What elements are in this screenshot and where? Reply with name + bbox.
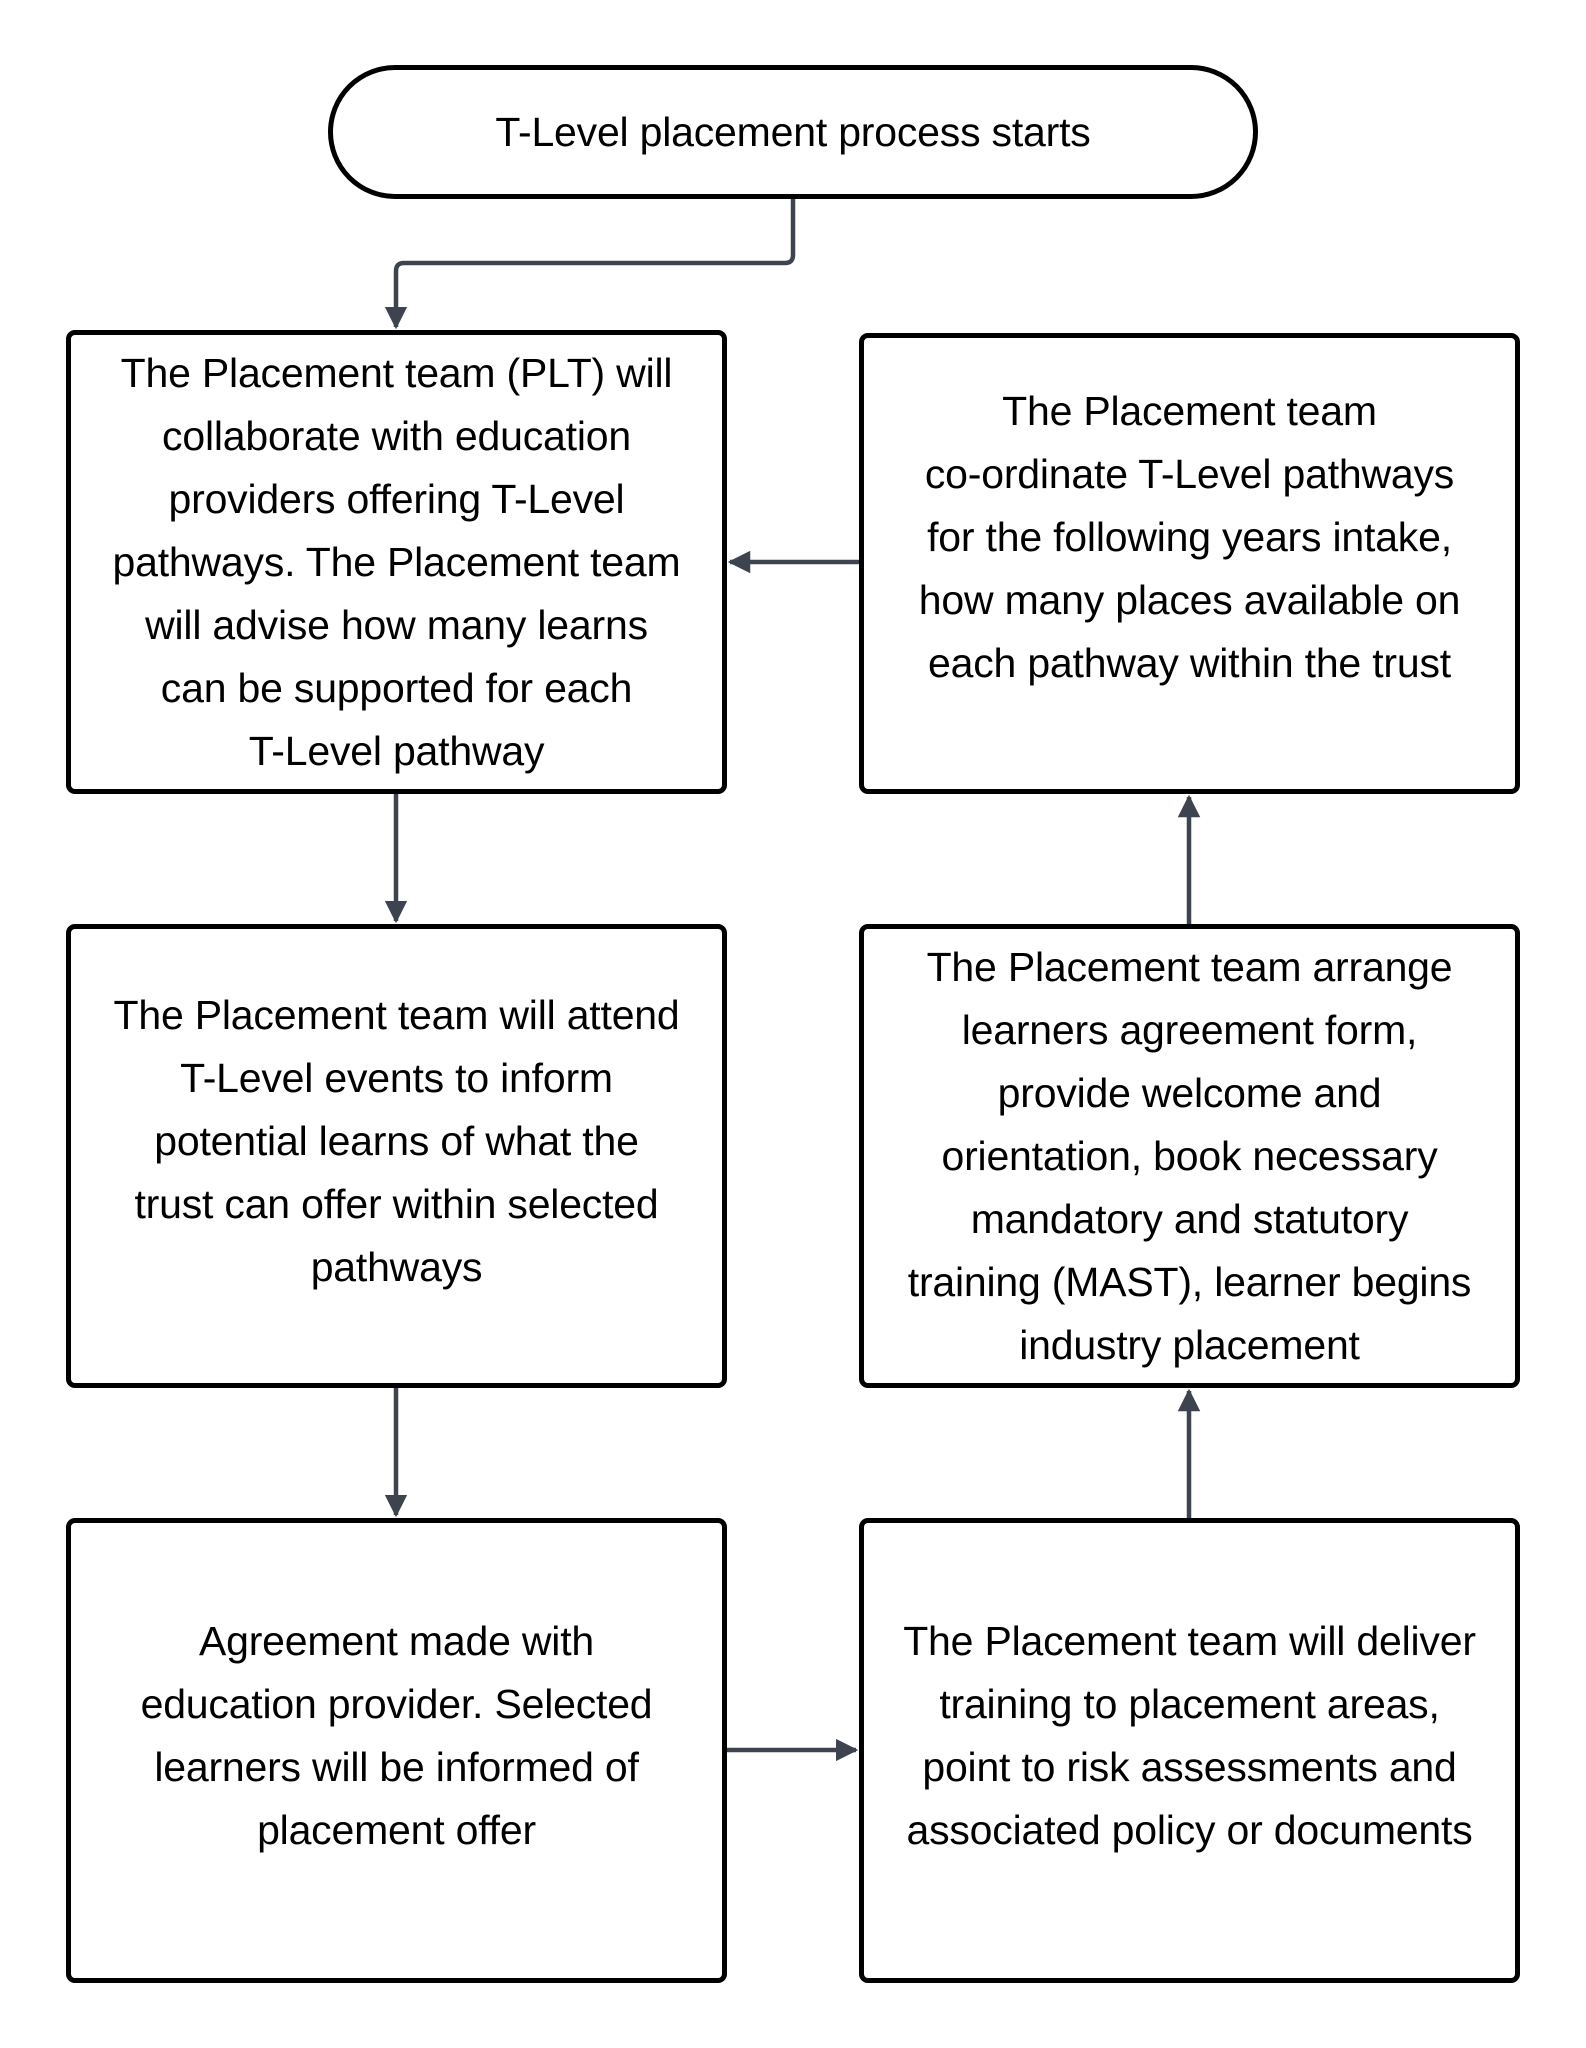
arrow-start-to-step1 (384, 198, 796, 330)
start-label: T-Level placement process starts (495, 108, 1091, 155)
step-arrange-agreement-and-placement: The Placement team arrange learners agre… (859, 924, 1520, 1388)
step-label: The Placement team arrange learners agre… (907, 943, 1472, 1368)
start-terminator: T-Level placement process starts (328, 65, 1258, 199)
step-label: Agreement made with education provider. … (140, 1617, 653, 1853)
step-attend-events: The Placement team will attend T-Level e… (66, 924, 727, 1388)
step-deliver-training: The Placement team will deliver training… (859, 1518, 1520, 1983)
step-coordinate-pathways: The Placement team co-ordinate T-Level p… (859, 333, 1520, 794)
step-label: The Placement team (PLT) will collaborat… (112, 349, 681, 774)
step-label: The Placement team will deliver training… (903, 1617, 1476, 1853)
step-agreement-with-provider: Agreement made with education provider. … (66, 1518, 727, 1983)
step-collaborate-with-providers: The Placement team (PLT) will collaborat… (66, 330, 727, 794)
step-label: The Placement team will attend T-Level e… (113, 991, 680, 1290)
step-label: The Placement team co-ordinate T-Level p… (918, 388, 1461, 686)
